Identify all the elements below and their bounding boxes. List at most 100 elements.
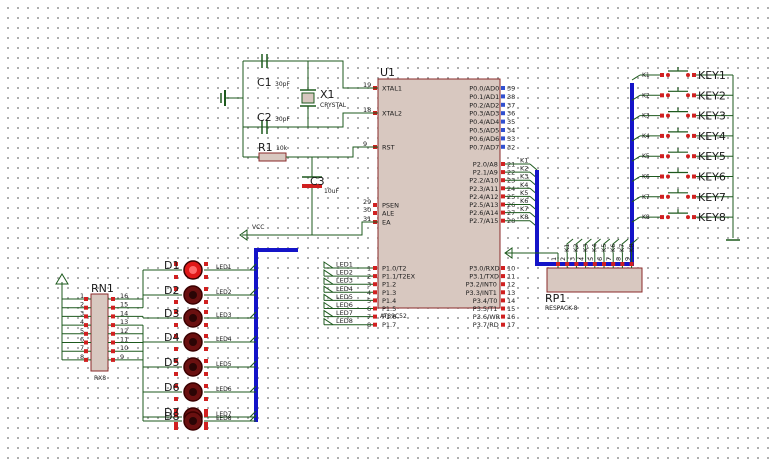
bus-entry-key <box>631 135 641 142</box>
rn1-pin-number: 16 <box>120 292 128 300</box>
mcu-pin-marker <box>373 282 377 287</box>
led-core <box>189 417 197 425</box>
bus-entry-key <box>631 74 641 81</box>
key-ref: KEY7 <box>698 191 726 204</box>
bus-entry-p1 <box>323 285 334 293</box>
led-pin-marker <box>174 300 178 304</box>
net-label: LED6 <box>216 386 232 393</box>
mcu-pin-number: 36 <box>507 110 515 118</box>
mcu-pin-marker <box>501 314 505 319</box>
rn1-pin-marker <box>84 357 88 362</box>
bus-entry-p1 <box>323 309 334 318</box>
mcu-pin-marker <box>501 94 505 99</box>
key-ref: KEY5 <box>698 150 726 163</box>
bus-entry-p1 <box>323 261 334 269</box>
bus-entry-p1 <box>323 269 334 277</box>
led-ref: D1 <box>164 259 179 272</box>
rp1-pin-number: 4 <box>578 257 586 261</box>
led-pin-marker <box>204 413 208 417</box>
oscillator-circuit: C1 30pF C2 30pF X1 CRYSTAL R1 10k C3 10u… <box>220 54 378 241</box>
bus-entry-rp1 <box>621 238 629 253</box>
led-core <box>189 266 197 274</box>
mcu-pin-marker <box>501 210 505 215</box>
mcu-u1[interactable]: U1 AT89C52 XTAL119XTAL218RST9PSEN29ALE30… <box>323 66 538 329</box>
rn1-pin-marker <box>111 314 115 319</box>
led-pin-marker <box>204 262 208 266</box>
mcu-body <box>377 78 501 309</box>
key-contact <box>666 174 670 179</box>
mcu-pin-label: PSEN <box>382 202 399 210</box>
net-label: K2 <box>520 165 528 173</box>
led-pin-marker <box>174 372 178 376</box>
rn1-pin-number: 3 <box>80 309 84 317</box>
key-pin-marker <box>660 113 664 118</box>
mcu-pin-marker <box>373 203 377 207</box>
key-array: KEY1K1KEY2K2KEY3K3KEY4K4KEY5K5KEY6K6KEY7… <box>631 67 740 241</box>
mcu-pin-number: 16 <box>507 313 515 321</box>
key-contact <box>666 113 670 118</box>
key-bus <box>535 83 634 266</box>
bus-entry-rp1 <box>566 238 574 253</box>
net-label: K4 <box>591 244 599 252</box>
net-label: K2 <box>572 244 580 252</box>
net-label: LED4 <box>336 285 353 293</box>
mcu-pin-marker <box>501 218 505 223</box>
rn1-pin-number: 8 <box>80 353 84 361</box>
c2-ref: C2 <box>257 111 272 124</box>
net-label: LED2 <box>336 269 353 277</box>
mcu-pin-marker <box>501 322 505 327</box>
key-pin-marker <box>692 174 696 179</box>
mcu-pin-label: P3.5/T1 <box>473 305 498 313</box>
led-bus <box>254 248 298 422</box>
mcu-pin-number: 10 <box>507 265 515 273</box>
mcu-pin-label: ALE <box>382 210 394 218</box>
rp1-pin-number: 1 <box>550 257 558 261</box>
c1-ref: C1 <box>257 76 272 89</box>
mcu-pin-label: P2.4/A12 <box>469 193 498 201</box>
net-label: K6 <box>609 244 617 252</box>
net-label: K8 <box>627 244 635 252</box>
led-pin-marker <box>174 409 178 413</box>
mcu-pin-label: P2.1/A9 <box>473 169 498 177</box>
mcu-pin-marker <box>373 314 377 319</box>
led-pin-marker <box>174 413 178 417</box>
led-pin-marker <box>174 397 178 401</box>
key-contact <box>686 154 690 159</box>
bus-entry-led <box>249 385 257 393</box>
mcu-pin-label: P3.3/INT1 <box>466 289 497 297</box>
mcu-pin-label: P3.7/RD <box>473 321 499 329</box>
mcu-pin-label: P1.1/T2EX <box>382 273 416 281</box>
r1-body <box>258 152 287 162</box>
led-core <box>189 338 197 346</box>
key-contact <box>666 154 670 159</box>
led-ref: D2 <box>164 284 179 297</box>
mcu-pin-marker <box>501 170 505 175</box>
mcu-pin-marker <box>501 102 505 107</box>
bus-entry-key <box>631 155 641 162</box>
key-pin-marker <box>660 174 664 179</box>
rp1-pin-number: 2 <box>559 257 567 261</box>
mcu-pin-label: P1.0/T2 <box>382 265 407 273</box>
mcu-pin-marker <box>501 298 505 303</box>
key-ref: KEY1 <box>698 69 726 82</box>
mcu-pin-label: P3.1/TXD <box>469 273 499 281</box>
mcu-pin-marker <box>501 306 505 311</box>
